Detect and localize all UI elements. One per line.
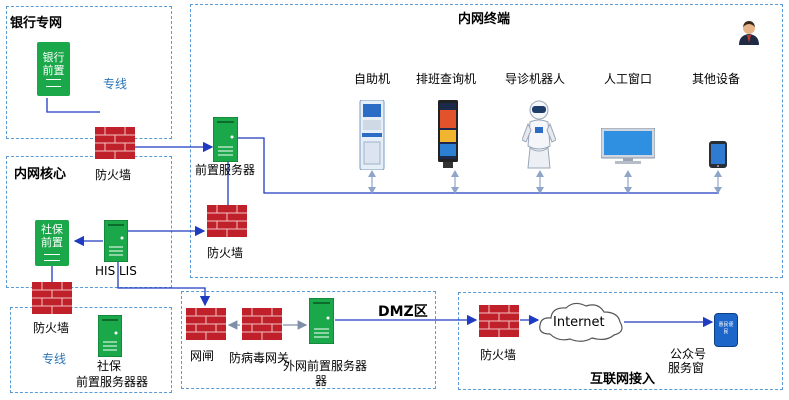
wechat-label-2: 服务窗: [668, 361, 705, 375]
his-lis-server-icon: [104, 220, 128, 262]
dedicated-line-label-bottom: 专线: [42, 352, 67, 366]
firewall-mid-icon: [207, 205, 247, 237]
firewall-social-label: 防火墙: [33, 321, 70, 335]
gateway-icon: [186, 308, 226, 340]
zone-intranet-core: [6, 156, 172, 288]
tablet-icon: [709, 141, 727, 168]
zone-social-security: [10, 307, 172, 393]
terminal-label-kiosk: 自助机: [353, 72, 391, 86]
social-server-icon: [98, 315, 122, 357]
wechat-phone-icon: 惠民便民: [714, 313, 738, 347]
social-server-label-2: 前置服务器器: [76, 375, 149, 389]
zone-title-internet-access: 互联网接入: [590, 372, 656, 387]
social-front-box: 社保 前置: [35, 220, 69, 266]
kiosk-icon: [359, 100, 385, 170]
antivirus-gateway-label: 防病毒网关: [229, 351, 290, 365]
external-front-server-label-1: 外网前置服务器: [283, 359, 368, 373]
external-front-server-label-2: 器: [315, 374, 328, 388]
zone-internet-access: [458, 292, 783, 390]
gateway-label: 网闸: [190, 349, 215, 363]
wechat-label-1: 公众号: [670, 347, 707, 361]
zone-title-intranet-terminal: 内网终端: [458, 12, 511, 27]
firewall-bank-label: 防火墙: [95, 168, 132, 182]
antivirus-gateway-icon: [242, 308, 282, 340]
terminal-label-robot: 导诊机器人: [504, 72, 566, 86]
firewall-internet-icon: [479, 305, 519, 337]
social-server-label-1: 社保: [97, 359, 122, 373]
dedicated-line-label-top: 专线: [103, 77, 128, 91]
terminal-label-other: 其他设备: [691, 72, 741, 86]
front-server-label: 前置服务器: [195, 163, 256, 177]
zone-title-bank: 银行专网: [10, 16, 63, 31]
phone-screen-label: 惠民便民: [718, 322, 734, 335]
user-avatar-icon: [739, 21, 759, 45]
zone-title-intranet-core: 内网核心: [14, 167, 67, 182]
schedule-display-icon: [438, 100, 458, 168]
monitor-icon: [601, 128, 655, 164]
robot-icon: [522, 100, 556, 169]
zone-dmz: [181, 291, 436, 389]
zone-title-dmz: DMZ区: [378, 304, 428, 320]
firewall-internet-label: 防火墙: [480, 348, 517, 362]
his-lis-label: HIS LIS: [95, 264, 137, 278]
internet-cloud-icon: [539, 302, 623, 342]
firewall-mid-label: 防火墙: [207, 246, 244, 260]
bank-front-label: 银行 前置: [42, 51, 65, 77]
social-front-label: 社保 前置: [41, 223, 63, 249]
zone-bank-network: [6, 6, 172, 139]
terminal-label-schedule: 排班查询机: [415, 72, 477, 86]
front-server-icon: [213, 117, 238, 162]
firewall-bank-icon: [95, 127, 135, 159]
bank-front-box: 银行 前置: [37, 42, 70, 96]
zone-intranet-terminal: [190, 4, 783, 278]
firewall-social-icon: [32, 282, 72, 314]
internet-cloud-label: Internet: [553, 315, 605, 330]
external-front-server-icon: [309, 298, 334, 344]
terminal-label-window: 人工窗口: [603, 72, 653, 86]
